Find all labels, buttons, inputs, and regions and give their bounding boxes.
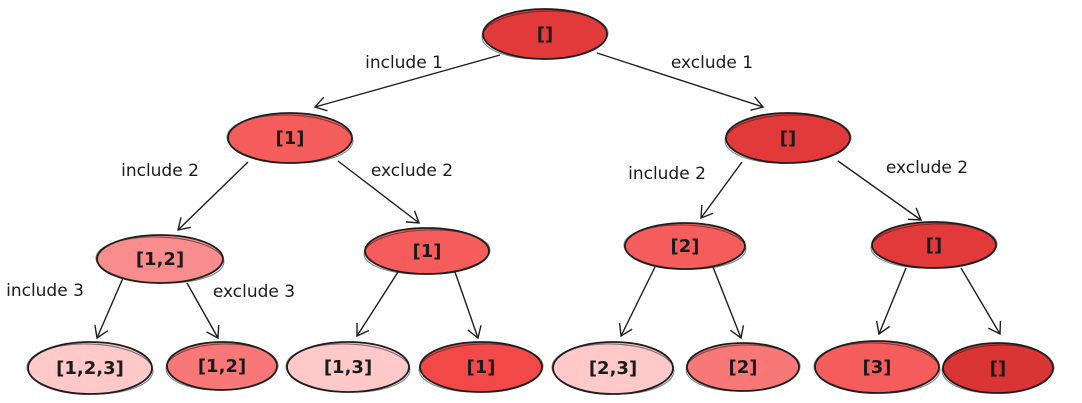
edge-include-3: include 3 (6, 277, 124, 340)
edge-l2-empty-to-l3-3-arrow (875, 267, 907, 336)
edge-exclude-3: exclude 3 (186, 282, 295, 340)
node-l3-13: [1,3] (285, 341, 411, 393)
node-l3-1: [1] (418, 341, 544, 393)
node-l2-12-sketch (95, 236, 225, 284)
edge-exclude-1-label: exclude 1 (671, 53, 753, 73)
node-root-empty-sketch (481, 10, 609, 60)
node-l2-2-sketch (623, 224, 747, 270)
edge-exclude-2-right: exclude 2 (837, 158, 968, 221)
node-root-empty: [] (481, 8, 609, 60)
node-l3-23-sketch (551, 343, 675, 395)
edge-include-2-left-arrow (177, 161, 249, 231)
node-l3-23: [2,3] (551, 341, 675, 395)
node-l3-empty-sketch (941, 344, 1055, 394)
node-l3-2-sketch (685, 344, 801, 392)
node-l3-1-sketch (418, 343, 544, 393)
edge-exclude-3-label: exclude 3 (213, 282, 295, 302)
edge-l2-2-to-l3-23-arrow (618, 266, 656, 338)
edge-include-1-arrow (313, 54, 501, 112)
edge-l2-2-to-l3-2-arrow (712, 266, 745, 340)
edge-include-1-label: include 1 (365, 53, 443, 73)
edge-exclude-3-arrow (186, 282, 220, 340)
edge-exclude-2-right-arrow (837, 160, 923, 221)
node-l2-12: [1,2] (95, 234, 225, 284)
node-l3-empty: [] (941, 342, 1055, 394)
node-l3-12-label: [1,2] (198, 356, 246, 377)
node-l1-empty-label: [] (780, 128, 796, 149)
node-l3-1-label: [1] (467, 357, 496, 378)
edge-include-3-label: include 3 (6, 281, 84, 301)
edge-exclude-2-left-label: exclude 2 (371, 161, 453, 181)
node-l3-123: [1,2,3] (26, 341, 154, 395)
node-l3-123-label: [1,2,3] (56, 358, 124, 379)
edge-exclude-2-left-arrow (337, 160, 421, 224)
node-l3-empty-label: [] (990, 358, 1006, 379)
node-l3-3: [3] (813, 340, 941, 394)
node-l1-empty: [] (724, 112, 852, 164)
edge-exclude-2-right-label: exclude 2 (886, 158, 968, 178)
node-l2-1: [1] (363, 227, 491, 275)
node-l1-1: [1] (226, 112, 354, 164)
node-l3-2: [2] (685, 342, 801, 392)
node-l1-empty-sketch (724, 114, 852, 164)
edge-include-2-right-label: include 2 (628, 164, 706, 184)
node-l2-12-label: [1,2] (136, 249, 184, 270)
node-l3-13-label: [1,3] (324, 357, 372, 378)
edge-l2-1-to-l3-1-arrow (454, 271, 482, 340)
edge-include-2-right: include 2 (628, 161, 743, 220)
edge-l2-1-to-l3-13-arrow (356, 271, 399, 338)
edge-include-2-left: include 2 (121, 161, 249, 231)
edge-include-3-arrow (94, 277, 124, 340)
edge-include-2-left-label: include 2 (121, 161, 199, 181)
node-l1-1-sketch (226, 114, 354, 164)
edge-include-2-right-arrow (700, 161, 743, 220)
node-l2-1-label: [1] (413, 241, 442, 262)
edge-exclude-1: exclude 1 (596, 52, 765, 111)
edge-exclude-1-arrow (596, 52, 765, 111)
node-l3-12: [1,2] (165, 341, 279, 391)
node-l2-2: [2] (623, 222, 747, 270)
edge-l2-empty-to-l3-empty-arrow (960, 267, 1002, 336)
node-l3-2-label: [2] (729, 357, 758, 378)
node-l2-1-sketch (363, 229, 491, 275)
node-l3-23-label: [2,3] (589, 358, 637, 379)
node-l1-1-label: [1] (276, 128, 305, 149)
node-l3-3-sketch (813, 342, 941, 394)
node-l2-empty: [] (870, 221, 998, 269)
node-l3-3-label: [3] (863, 357, 892, 378)
node-l2-2-label: [2] (671, 236, 700, 257)
node-l3-12-sketch (165, 343, 279, 391)
node-l3-123-sketch (26, 343, 154, 395)
node-l3-13-sketch (285, 343, 411, 393)
edge-include-1: include 1 (313, 53, 501, 112)
node-l2-empty-sketch (870, 223, 998, 269)
node-root-empty-label: [] (537, 24, 553, 45)
edge-exclude-2-left: exclude 2 (337, 160, 453, 224)
node-l2-empty-label: [] (926, 235, 942, 256)
